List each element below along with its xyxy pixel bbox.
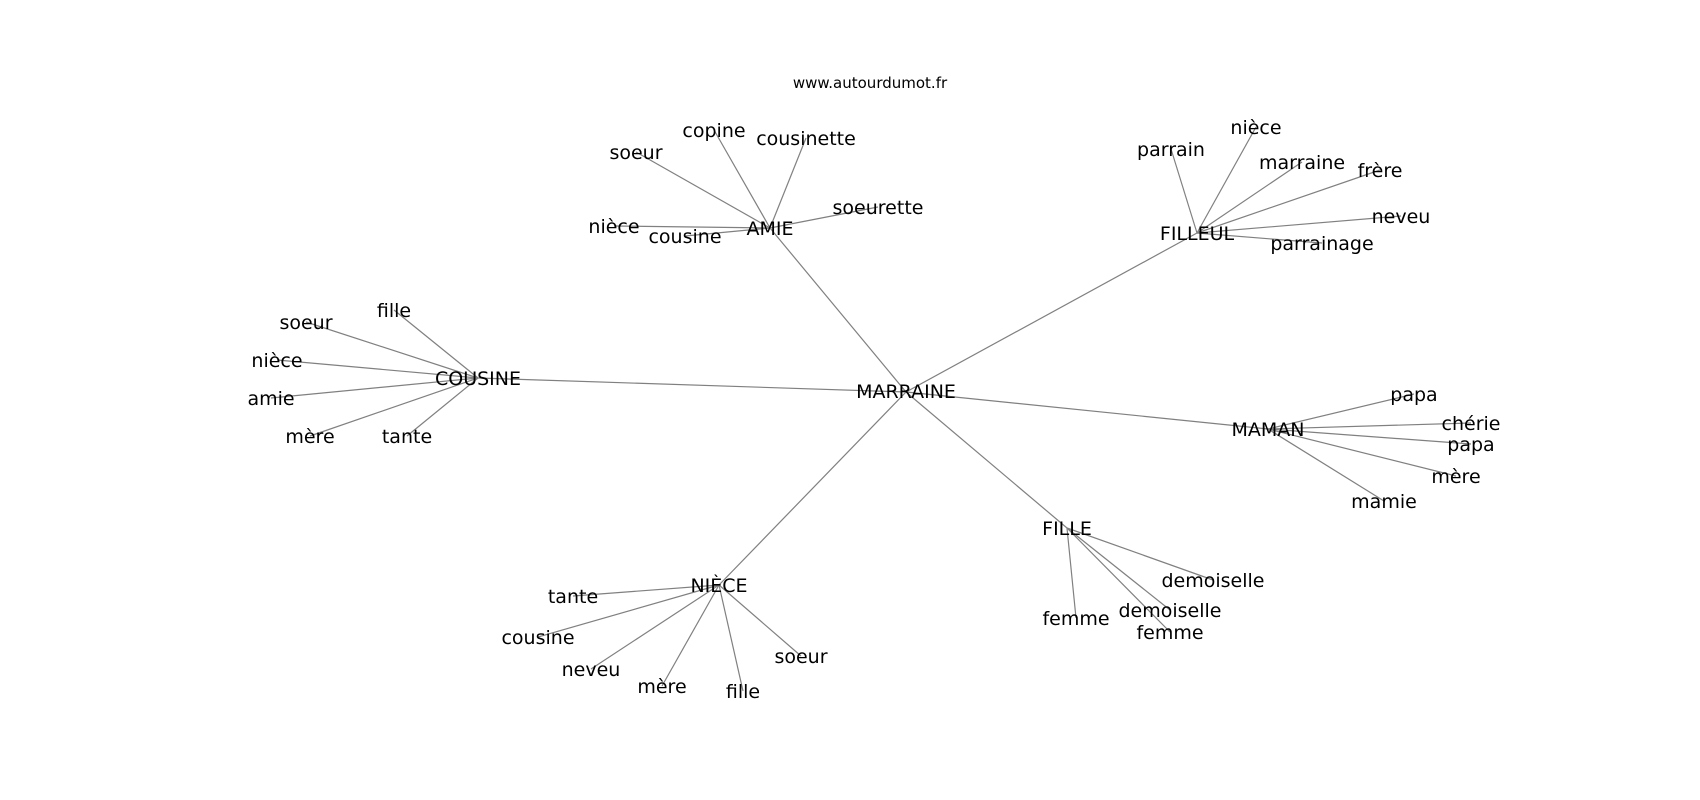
word-node[interactable]: frère bbox=[1358, 160, 1403, 182]
edge-hub-word bbox=[718, 584, 744, 692]
word-node[interactable]: papa bbox=[1447, 434, 1494, 456]
edge-hub-word bbox=[406, 377, 479, 437]
hub-node[interactable]: NIÈCE bbox=[690, 574, 747, 597]
edge-hub-word bbox=[572, 584, 720, 597]
edge-center-hub bbox=[905, 391, 1068, 529]
word-node[interactable]: femme bbox=[1136, 622, 1203, 644]
edge-hub-word bbox=[1066, 527, 1171, 633]
edge-hub-word bbox=[769, 137, 807, 229]
edge-hub-word bbox=[1267, 428, 1457, 477]
word-node[interactable]: soeur bbox=[609, 142, 662, 164]
edge-hub-word bbox=[661, 584, 720, 687]
word-node[interactable]: copine bbox=[682, 120, 745, 142]
edge-hub-word bbox=[1196, 169, 1381, 234]
edge-hub-word bbox=[1267, 393, 1415, 430]
edge-hub-word bbox=[1267, 428, 1472, 445]
word-node[interactable]: nièce bbox=[1230, 117, 1281, 139]
edge-hub-word bbox=[276, 359, 479, 379]
word-node[interactable]: neveu bbox=[1372, 206, 1431, 228]
edge-hub-word bbox=[769, 206, 879, 229]
edge-hub-word bbox=[393, 309, 479, 379]
hub-node[interactable]: MAMAN bbox=[1232, 419, 1305, 441]
word-node[interactable]: soeur bbox=[279, 312, 332, 334]
edge-hub-word bbox=[305, 321, 479, 379]
edge-hub-word bbox=[1066, 527, 1171, 611]
word-node[interactable]: papa bbox=[1390, 384, 1437, 406]
edge-hub-word bbox=[590, 584, 720, 670]
word-node[interactable]: mère bbox=[1431, 466, 1480, 488]
word-node[interactable]: cousinette bbox=[756, 128, 856, 150]
edge-hub-word bbox=[1196, 126, 1257, 234]
edge-hub-word bbox=[1196, 215, 1402, 234]
site-label[interactable]: www.autourdumot.fr bbox=[793, 74, 948, 92]
edge-center-hub bbox=[905, 391, 1269, 430]
edge-hub-word bbox=[718, 584, 802, 657]
edge-hub-word bbox=[1196, 232, 1323, 244]
edge-hub-word bbox=[1267, 428, 1385, 502]
center-node[interactable]: MARRAINE bbox=[856, 381, 956, 403]
word-node[interactable]: tante bbox=[382, 426, 432, 448]
word-node[interactable]: soeur bbox=[774, 646, 827, 668]
edge-hub-word bbox=[1267, 422, 1472, 430]
word-node[interactable]: mère bbox=[285, 426, 334, 448]
edge-hub-word bbox=[1066, 527, 1077, 619]
word-node[interactable]: femme bbox=[1042, 608, 1109, 630]
word-node[interactable]: chérie bbox=[1442, 413, 1501, 435]
hub-node[interactable]: COUSINE bbox=[435, 368, 521, 390]
word-node[interactable]: demoiselle bbox=[1119, 600, 1222, 622]
word-node[interactable]: demoiselle bbox=[1162, 570, 1265, 592]
edge-center-hub bbox=[718, 391, 907, 586]
hub-node[interactable]: AMIE bbox=[747, 218, 794, 240]
word-node[interactable]: amie bbox=[247, 388, 294, 410]
edge-hub-word bbox=[713, 129, 771, 229]
edge-hub-word bbox=[1066, 527, 1214, 581]
edges bbox=[270, 126, 1472, 692]
word-node[interactable]: cousine bbox=[501, 627, 574, 649]
labels: www.autourdumot.fr MARRAINE AMIE soeur cop… bbox=[247, 74, 1500, 703]
word-node[interactable]: parrainage bbox=[1270, 233, 1373, 255]
word-node[interactable]: nièce bbox=[251, 350, 302, 372]
word-node[interactable]: neveu bbox=[562, 659, 621, 681]
edge-hub-word bbox=[613, 225, 771, 229]
word-node[interactable]: marraine bbox=[1259, 152, 1345, 174]
edge-hub-word bbox=[635, 151, 771, 229]
edge-hub-word bbox=[537, 584, 720, 638]
edge-hub-word bbox=[1196, 161, 1303, 234]
edge-center-hub bbox=[477, 377, 907, 393]
edge-hub-word bbox=[1170, 148, 1198, 234]
hub-node[interactable]: FILLE bbox=[1042, 518, 1092, 540]
edge-hub-word bbox=[309, 377, 479, 437]
word-node[interactable]: mamie bbox=[1351, 491, 1417, 513]
edge-center-hub bbox=[769, 227, 907, 393]
word-node[interactable]: cousine bbox=[648, 226, 721, 248]
edge-hub-word bbox=[684, 227, 771, 237]
hub-node[interactable]: FILLEUL bbox=[1160, 223, 1235, 245]
word-node[interactable]: mère bbox=[637, 676, 686, 698]
word-node[interactable]: soeurette bbox=[833, 197, 924, 219]
word-node[interactable]: nièce bbox=[588, 216, 639, 238]
word-node[interactable]: tante bbox=[548, 586, 598, 608]
word-node[interactable]: fille bbox=[377, 300, 411, 322]
word-node[interactable]: fille bbox=[726, 681, 760, 703]
edge-center-hub bbox=[905, 232, 1198, 393]
edge-hub-word bbox=[270, 377, 479, 399]
word-node[interactable]: parrain bbox=[1137, 139, 1205, 161]
